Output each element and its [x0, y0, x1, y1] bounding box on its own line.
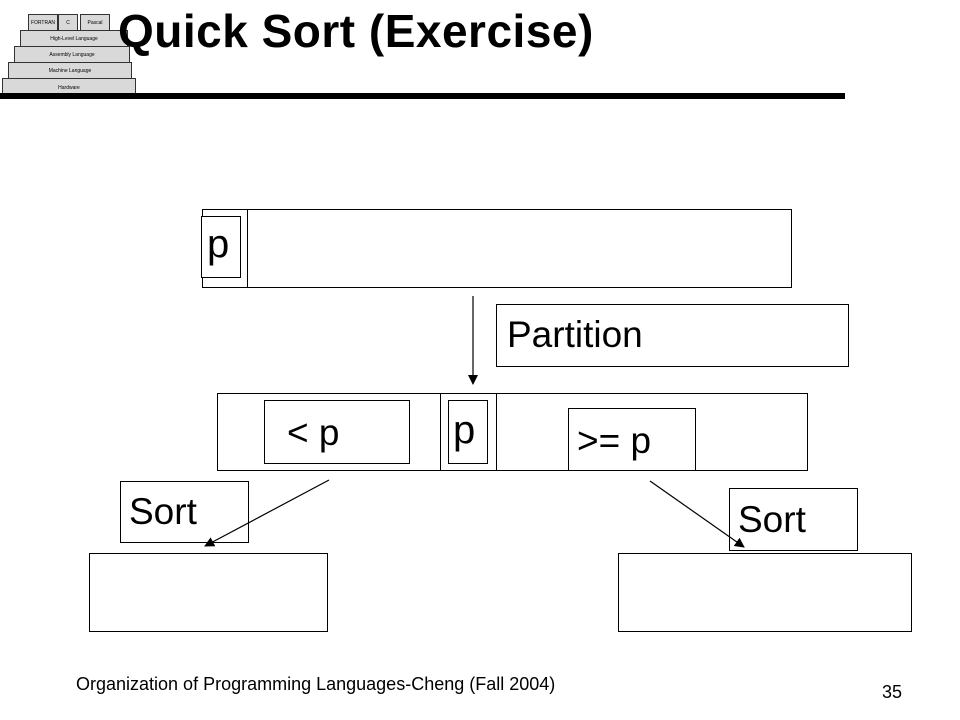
sort-right-box: [729, 488, 858, 551]
slide-title: Quick Sort (Exercise): [118, 5, 594, 57]
left-subarray-box: [89, 553, 328, 632]
greater-equal-label: >= p: [577, 420, 652, 461]
less-than-box: [264, 400, 410, 464]
page-number: 35: [882, 682, 903, 702]
logo-fortran: FORTRAN: [28, 14, 58, 31]
less-than-label: < p: [287, 412, 340, 453]
greater-equal-box: [568, 408, 696, 471]
sort-right-label: Sort: [738, 499, 806, 540]
footer-text: Organization of Programming Languages-Ch…: [76, 674, 556, 694]
title-underline: [0, 93, 845, 99]
pivot-divider: [247, 209, 248, 288]
logo-c: C: [58, 14, 78, 31]
partition-box: [496, 304, 849, 367]
left-partition-divider: [440, 393, 441, 471]
sort-left-box: [120, 481, 249, 543]
left-sort-arrow: [204, 479, 330, 547]
right-subarray-box: [618, 553, 912, 632]
sort-left-label: Sort: [129, 491, 197, 532]
right-partition-divider: [496, 393, 497, 471]
top-pivot-label: p: [207, 222, 230, 266]
logo-pascal: Pascal: [80, 14, 110, 31]
input-array-box: [202, 209, 792, 288]
partition-label: Partition: [507, 314, 643, 355]
right-sort-arrow: [649, 480, 745, 548]
middle-pivot-label: p: [453, 408, 476, 452]
top-pivot-box: [201, 216, 241, 278]
middle-pivot-box: [448, 400, 488, 464]
